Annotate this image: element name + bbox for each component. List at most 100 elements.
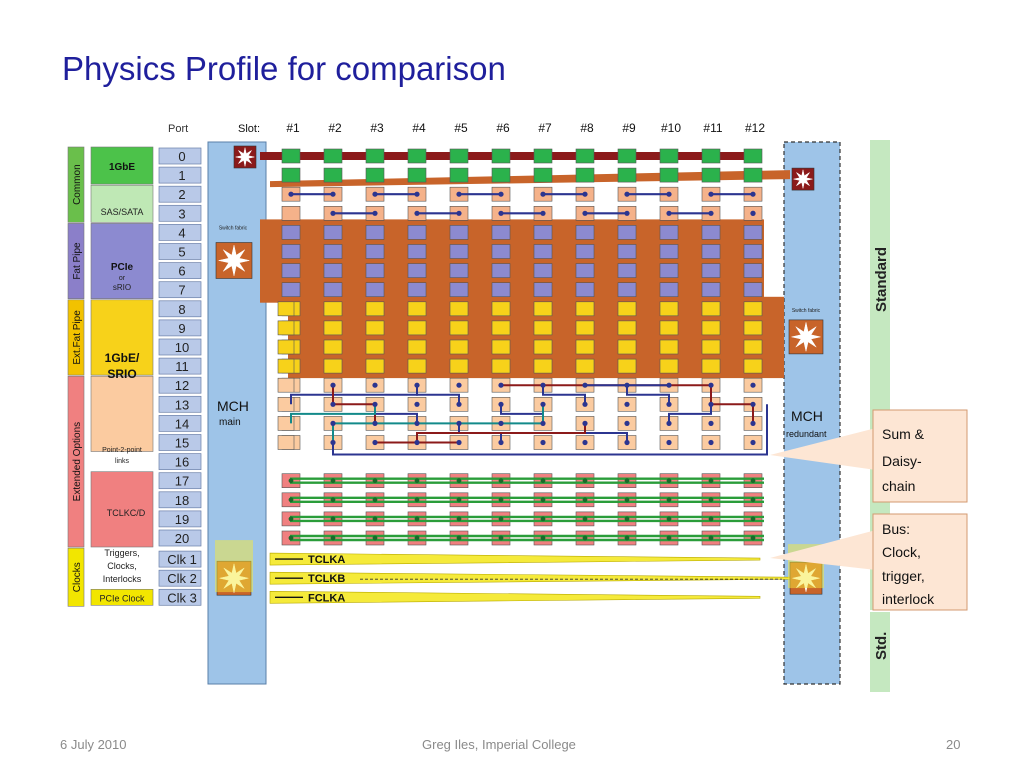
slot-header-7: #7 xyxy=(538,121,552,135)
port-label-5: 5 xyxy=(178,245,185,260)
slot-port-r9-s4 xyxy=(407,320,427,336)
slot-port-r4-s3 xyxy=(365,225,385,240)
port-box-16 xyxy=(158,453,202,470)
fat-pipe-fabric xyxy=(260,219,764,303)
bus-dot-r20-s6 xyxy=(498,535,504,541)
slot-port-r7-s4 xyxy=(407,282,427,298)
group-band-0 xyxy=(67,146,85,223)
slot-port-r1-s8 xyxy=(575,167,595,183)
function-label-pcie-or: or xyxy=(119,275,126,282)
sas-dot-r3-10b xyxy=(750,210,756,216)
bus-dot-r17-s9 xyxy=(624,478,630,484)
side-standard-label: Standard xyxy=(873,247,890,312)
p2p-link-8 xyxy=(626,385,670,405)
slot-port-r6-s8 xyxy=(575,263,595,278)
sas-dot-r2-0b xyxy=(330,191,336,197)
port-label-15: 15 xyxy=(175,436,189,451)
slot-port-r9-s3 xyxy=(365,320,385,336)
bus-dot-r18-s10 xyxy=(666,497,672,503)
slot-port-r8-s11 xyxy=(701,301,721,317)
slot-port-r6-s11 xyxy=(701,263,721,278)
slot-port-r6-s4 xyxy=(407,263,427,278)
p2p-dot-r12-s6 xyxy=(498,382,504,388)
p2p-dot-r14-s2 xyxy=(330,420,336,426)
mch-main-label: MCH xyxy=(217,398,249,414)
slot-port-r4-s1 xyxy=(281,225,301,240)
slot-port-r9-s7 xyxy=(533,320,553,336)
sas-dot-r2-6a xyxy=(540,191,546,197)
slot-header-5: #5 xyxy=(454,121,468,135)
p2p-dot-r15-s9 xyxy=(624,439,630,446)
slot-port-r5-s7 xyxy=(533,244,553,259)
port-box-6 xyxy=(158,262,202,279)
slot-port-r5-s1 xyxy=(281,244,301,259)
p2p-dot-r14-s11 xyxy=(708,420,714,426)
slot-port-r5-s4 xyxy=(407,244,427,259)
group-band-4 xyxy=(67,547,85,607)
bus-dot-r19-s4 xyxy=(414,516,420,522)
slot-port-r11-s10 xyxy=(659,358,679,374)
port-box-13 xyxy=(158,395,202,413)
sas-dot-r3-2a xyxy=(414,210,420,216)
port-box-12 xyxy=(158,376,202,394)
slot-port-r3-s1 xyxy=(281,206,301,221)
bus-dot-r17-s4 xyxy=(414,478,420,484)
std-bar xyxy=(870,612,890,692)
sas-dot-r3-0b xyxy=(372,210,378,216)
mch-redundant-sub-label: redundant xyxy=(786,429,827,439)
function-box-triggers xyxy=(90,471,154,548)
slot-port-r0-s9 xyxy=(617,148,637,164)
slot-port-r7-s7 xyxy=(533,282,553,298)
slot-port-r6-s10 xyxy=(659,263,679,278)
clk-port-box-2 xyxy=(158,569,202,587)
slot-port-r9-s6 xyxy=(491,320,511,336)
port-label-2: 2 xyxy=(178,187,185,202)
slot-port-r4-s6 xyxy=(491,225,511,240)
slot-port-r6-s2 xyxy=(323,263,343,278)
slot-port-r7-s1 xyxy=(281,282,301,298)
slot-port-r8-s12 xyxy=(743,301,763,317)
p2p-dot-r14-s5 xyxy=(456,420,462,426)
p2p-dot-r14-s12 xyxy=(750,420,756,426)
group-band-1 xyxy=(67,223,85,299)
callout-sum-line-2: Daisy- xyxy=(882,453,922,469)
slot-port-r7-s10 xyxy=(659,282,679,298)
p2p-dot-r13-s6 xyxy=(498,401,504,407)
stub-r9 xyxy=(277,320,295,336)
slot-port-r11-s3 xyxy=(365,358,385,374)
slot-header-9: #9 xyxy=(622,121,636,135)
clk-port-box-1 xyxy=(158,550,202,568)
function-box-pcie xyxy=(90,223,154,299)
bus-dot-r18-s3 xyxy=(372,497,378,503)
port-label-11: 11 xyxy=(175,359,189,374)
p2p-link-12 xyxy=(332,404,544,443)
slot-port-r1-s1 xyxy=(281,167,301,183)
slot-port-r9-s12 xyxy=(743,320,763,336)
switch-gbe-redundant-star-icon xyxy=(793,169,813,189)
callout-sum-line-3: chain xyxy=(882,478,915,494)
slot-port-r1-s7 xyxy=(533,167,553,183)
slot-port-r0-s5 xyxy=(449,148,469,164)
callout-bus: Bus: Clock, trigger, interlock xyxy=(770,513,968,611)
port-label-18: 18 xyxy=(175,493,189,508)
port-box-5 xyxy=(158,243,202,260)
bus-dot-r18-s12 xyxy=(750,497,756,503)
slot-port-r4-s11 xyxy=(701,225,721,240)
callout-bus-line-4: interlock xyxy=(882,591,935,607)
slot-port-r0-s4 xyxy=(407,148,427,164)
slot-port-r11-s8 xyxy=(575,358,595,374)
slot-port-r6-s9 xyxy=(617,263,637,278)
slot-header-12: #12 xyxy=(745,121,765,135)
clock-main-glow xyxy=(215,540,253,593)
bus-dot-r19-s9 xyxy=(624,516,630,522)
port-label-16: 16 xyxy=(175,455,189,470)
bus-dot-r19-s2 xyxy=(330,516,336,522)
sas-dot-r3-2b xyxy=(456,210,462,216)
port-box-20 xyxy=(158,529,202,547)
p2p-dot-r15-s11 xyxy=(708,439,714,446)
port-box-15 xyxy=(158,434,202,451)
slot-port-r4-s5 xyxy=(449,225,469,240)
port-label-14: 14 xyxy=(175,416,189,431)
slot-port-r4-s9 xyxy=(617,225,637,240)
port-label-0: 0 xyxy=(178,149,185,164)
